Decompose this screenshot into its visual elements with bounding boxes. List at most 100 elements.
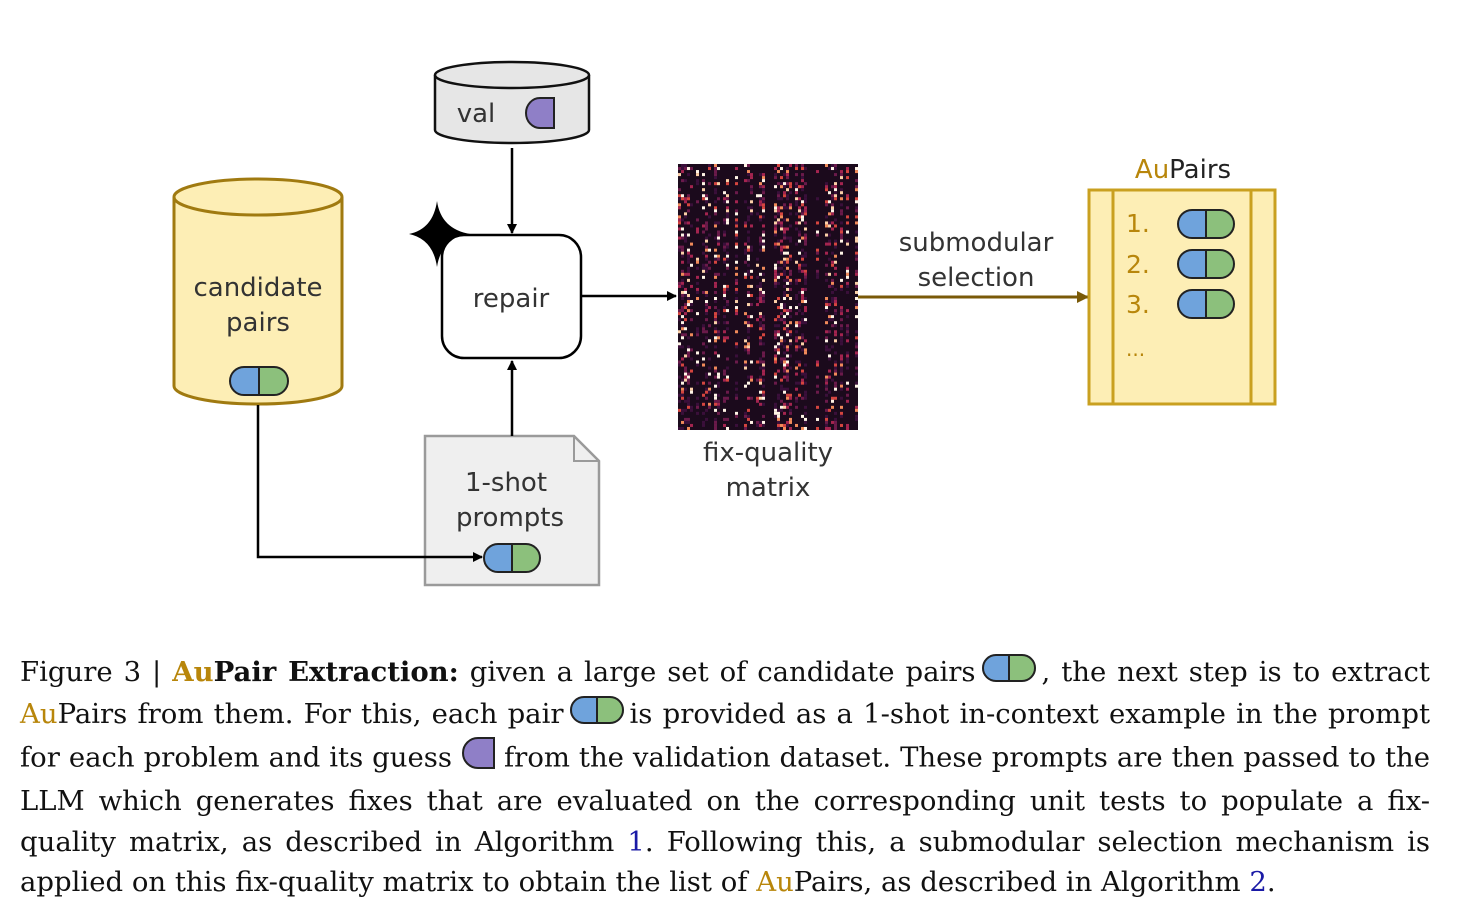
matrix-cell bbox=[804, 281, 807, 285]
matrix-cell bbox=[786, 363, 789, 367]
matrix-cell bbox=[684, 354, 687, 358]
matrix-cell bbox=[846, 327, 849, 331]
matrix-cell bbox=[726, 242, 729, 246]
matrix-cell bbox=[726, 197, 729, 201]
matrix-cell bbox=[687, 378, 690, 382]
matrix-cell bbox=[750, 324, 753, 328]
matrix-cell bbox=[762, 414, 765, 418]
matrix-cell bbox=[786, 173, 789, 177]
matrix-cell bbox=[834, 369, 837, 373]
matrix-cell bbox=[801, 300, 804, 304]
pair-icon bbox=[1177, 289, 1235, 319]
matrix-cell bbox=[756, 318, 759, 322]
matrix-cell bbox=[726, 179, 729, 183]
matrix-cell bbox=[825, 272, 828, 276]
matrix-cell bbox=[714, 257, 717, 261]
matrix-cell bbox=[831, 300, 834, 304]
matrix-cell bbox=[798, 360, 801, 364]
matrix-cell bbox=[789, 257, 792, 261]
matrix-cell bbox=[828, 221, 831, 225]
matrix-cell bbox=[783, 263, 786, 267]
matrix-cell bbox=[747, 215, 750, 219]
matrix-cell bbox=[831, 278, 834, 282]
matrix-cell bbox=[840, 387, 843, 391]
matrix-cell bbox=[777, 426, 780, 430]
matrix-cell bbox=[687, 221, 690, 225]
matrix-cell bbox=[684, 303, 687, 307]
pair-icon bbox=[483, 543, 541, 573]
matrix-cell bbox=[855, 179, 858, 183]
matrix-cell bbox=[759, 315, 762, 319]
matrix-cell bbox=[831, 281, 834, 285]
matrix-cell bbox=[708, 366, 711, 370]
matrix-cell bbox=[840, 381, 843, 385]
matrix-cell bbox=[678, 342, 681, 346]
matrix-cell bbox=[846, 206, 849, 210]
matrix-cell bbox=[828, 233, 831, 237]
aupair-extraction-diagram: val candidate pairs repair 1-shot prompt… bbox=[172, 60, 1277, 587]
algorithm-1-link[interactable]: 1 bbox=[627, 825, 645, 858]
matrix-cell bbox=[759, 381, 762, 385]
matrix-cell bbox=[816, 233, 819, 237]
matrix-cell bbox=[777, 209, 780, 213]
matrix-cell bbox=[855, 414, 858, 418]
matrix-cell bbox=[735, 221, 738, 225]
matrix-cell bbox=[795, 396, 798, 400]
matrix-cell bbox=[834, 411, 837, 415]
matrix-cell bbox=[690, 348, 693, 352]
matrix-cell bbox=[825, 381, 828, 385]
matrix-cell bbox=[714, 248, 717, 252]
matrix-cell bbox=[804, 417, 807, 421]
matrix-cell bbox=[780, 303, 783, 307]
matrix-cell bbox=[708, 381, 711, 385]
matrix-cell bbox=[828, 242, 831, 246]
matrix-cell bbox=[687, 354, 690, 358]
matrix-cell bbox=[744, 221, 747, 225]
matrix-cell bbox=[717, 330, 720, 334]
matrix-cell bbox=[825, 384, 828, 388]
matrix-cell bbox=[690, 369, 693, 373]
matrix-cell bbox=[789, 203, 792, 207]
matrix-cell bbox=[783, 206, 786, 210]
matrix-cell bbox=[825, 399, 828, 403]
matrix-cell bbox=[795, 167, 798, 171]
matrix-cell bbox=[777, 330, 780, 334]
matrix-cell bbox=[801, 263, 804, 267]
matrix-cell bbox=[846, 290, 849, 294]
matrix-cell bbox=[750, 245, 753, 249]
matrix-cell bbox=[696, 312, 699, 316]
matrix-cell bbox=[681, 290, 684, 294]
caption-text: Pairs from them. For this, each pair bbox=[57, 697, 564, 730]
matrix-cell bbox=[759, 300, 762, 304]
matrix-cell bbox=[747, 293, 750, 297]
matrix-cell bbox=[783, 327, 786, 331]
matrix-cell bbox=[816, 363, 819, 367]
algorithm-2-link[interactable]: 2 bbox=[1249, 866, 1267, 898]
matrix-cell bbox=[855, 209, 858, 213]
matrix-cell bbox=[714, 191, 717, 195]
matrix-cell bbox=[804, 212, 807, 216]
matrix-cell bbox=[696, 405, 699, 409]
matrix-cell bbox=[726, 209, 729, 213]
matrix-cell bbox=[801, 188, 804, 192]
matrix-cell bbox=[714, 312, 717, 316]
matrix-cell bbox=[834, 182, 837, 186]
matrix-cell bbox=[681, 336, 684, 340]
matrix-cell bbox=[762, 191, 765, 195]
matrix-cell bbox=[828, 375, 831, 379]
matrix-cell bbox=[831, 297, 834, 301]
matrix-cell bbox=[840, 360, 843, 364]
matrix-cell bbox=[825, 393, 828, 397]
matrix-cell bbox=[726, 254, 729, 258]
matrix-cell bbox=[744, 411, 747, 415]
matrix-cell bbox=[786, 170, 789, 174]
matrix-cell bbox=[747, 248, 750, 252]
matrix-cell bbox=[789, 393, 792, 397]
matrix-cell bbox=[750, 420, 753, 424]
matrix-cell bbox=[717, 242, 720, 246]
matrix-cell bbox=[780, 408, 783, 412]
matrix-cell bbox=[717, 411, 720, 415]
matrix-cell bbox=[744, 423, 747, 427]
matrix-cell bbox=[687, 293, 690, 297]
matrix-cell bbox=[747, 321, 750, 325]
